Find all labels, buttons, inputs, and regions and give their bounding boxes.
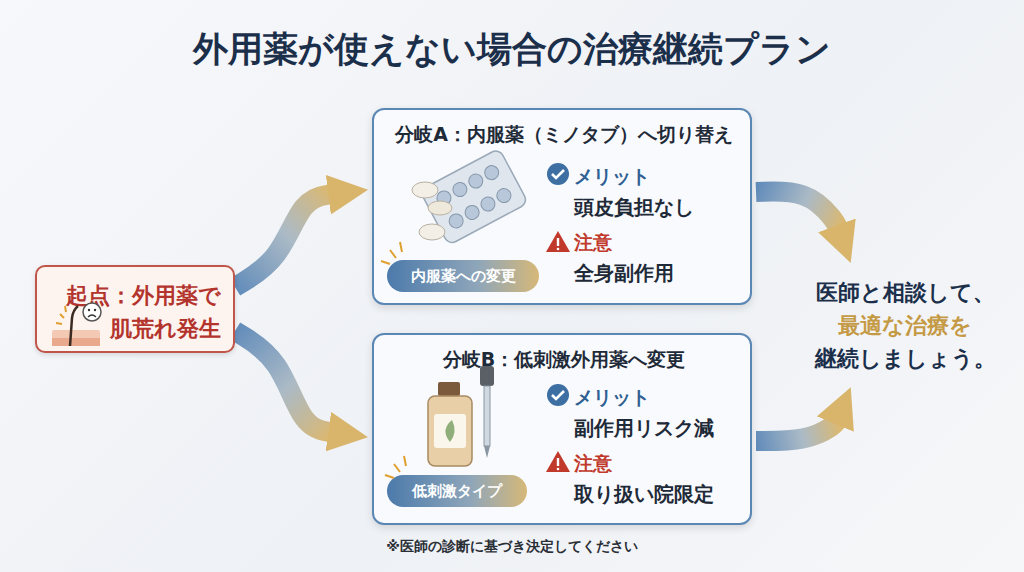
badge-label: 低刺激タイプ: [387, 475, 527, 507]
badge-label: 内服薬への変更: [387, 260, 539, 292]
branch-box: 分岐A：内服薬（ミノタブ）へ切り替えメリット頭皮負担なし注意全身副作用 内服薬への…: [372, 108, 752, 305]
caution-label: 注意: [574, 230, 744, 256]
conclusion-highlight: 最適な治療を: [838, 309, 972, 342]
diagram-title: 外用薬が使えない場合の治療継続プラン: [0, 26, 1024, 73]
conclusion-text-box: 医師と相談して、最適な治療を継続しましょう。: [790, 265, 1020, 385]
branch-heading: 分岐B：低刺激外用薬へ変更: [374, 347, 754, 373]
badge-pill: 内服薬への変更: [387, 260, 539, 292]
flow-arrow: [756, 191, 838, 229]
branch-heading: 分岐A：内服薬（ミノタブ）へ切り替え: [374, 122, 754, 148]
merit-label: メリット: [574, 385, 744, 411]
merit-text: 副作用リスク減: [574, 415, 749, 442]
branch-box: 分岐B：低刺激外用薬へ変更メリット副作用リスク減注意取り扱い院限定 低刺激タイプ: [372, 333, 752, 525]
conclusion-line: 医師と相談して、: [816, 276, 995, 309]
caution-text: 取り扱い院限定: [574, 481, 749, 508]
flow-arrow: [235, 194, 332, 287]
caution-label: 注意: [574, 451, 744, 477]
start-box: 起点：外用薬で 肌荒れ発生: [35, 265, 235, 353]
conclusion-line: 継続しましょう。: [815, 342, 996, 375]
diagram-caption: ※医師の診断に基づき決定してください: [0, 538, 1024, 556]
start-label: 起点：外用薬で 肌荒れ発生: [49, 279, 221, 345]
merit-text: 頭皮負担なし: [574, 194, 749, 221]
flow-arrow: [235, 331, 332, 432]
flow-arrow: [756, 420, 837, 441]
merit-label: メリット: [574, 164, 744, 190]
caution-text: 全身副作用: [574, 260, 749, 287]
badge-pill: 低刺激タイプ: [387, 475, 527, 507]
